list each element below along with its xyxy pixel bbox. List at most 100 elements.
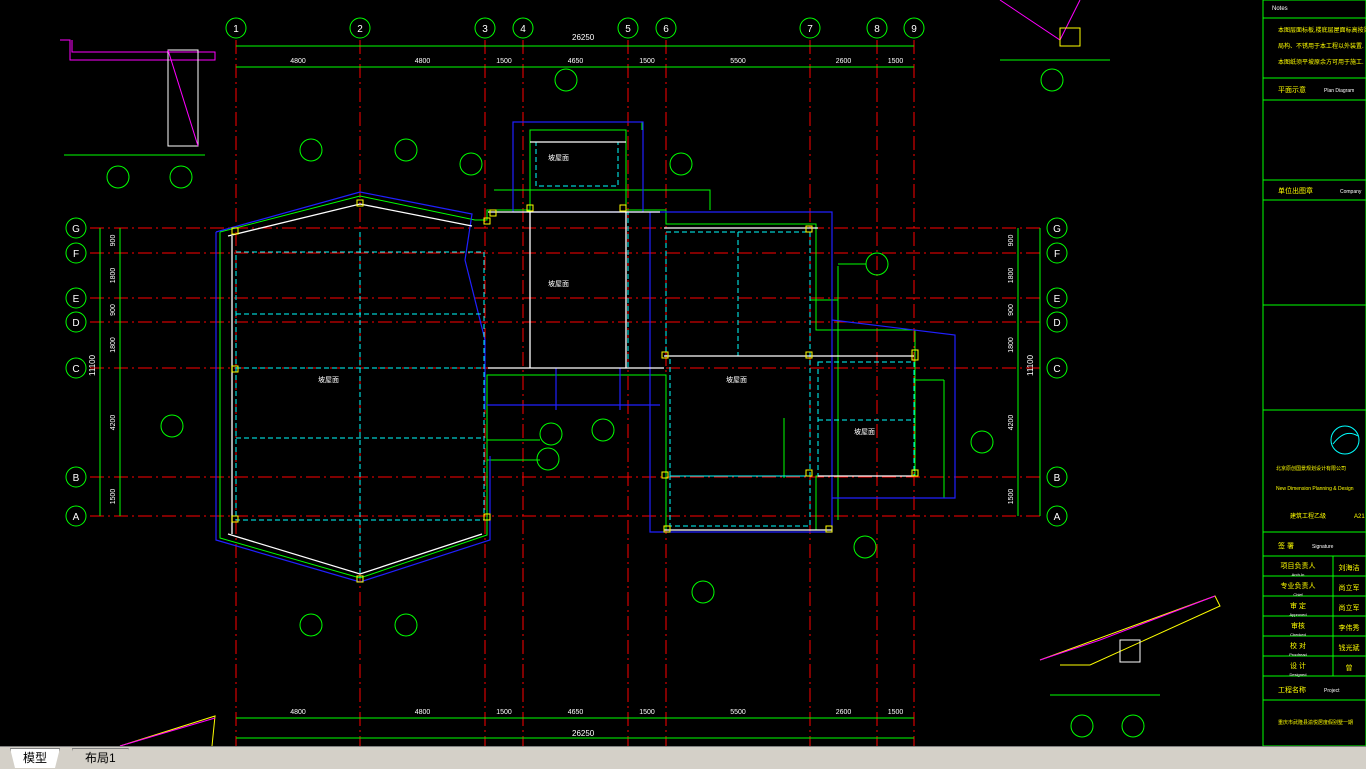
grid-row-label: A: [73, 512, 80, 523]
unit-section-title-en: Company: [1340, 189, 1362, 195]
dim-text: 900: [110, 235, 117, 247]
dim-text: 1800: [110, 268, 117, 284]
sign-role: 专业负责人: [1281, 581, 1316, 590]
detail-top-right: [999, 0, 1110, 61]
grid-col-label: 9: [911, 24, 917, 35]
project-section-title: 工程名称: [1278, 685, 1306, 694]
sign-role: 项目负责人: [1281, 561, 1316, 570]
dim-text: 5500: [730, 709, 746, 716]
dim-text: 4650: [568, 58, 584, 65]
dim-text: 1500: [1008, 489, 1015, 505]
sign-role-en: Proofread: [1289, 652, 1307, 657]
grid-row-label: D: [1053, 318, 1060, 329]
dimension-text-top: 4800 4800 1500 4650 1500 5500 2600 1500: [290, 58, 903, 65]
grid-col-label: 1: [233, 24, 239, 35]
grid-col-label: 5: [625, 24, 631, 35]
grid-row-label: C: [72, 364, 79, 375]
sign-role-en: Designed: [1290, 672, 1307, 677]
dim-text: 5500: [730, 58, 746, 65]
dim-text: 2600: [836, 58, 852, 65]
dim-text: 900: [1008, 304, 1015, 316]
dim-text: 4800: [290, 58, 306, 65]
grid-row-label: F: [1054, 249, 1060, 260]
project-name: 重庆市武隆县渝悦居度假别墅一期: [1278, 719, 1353, 726]
columns: [231, 199, 919, 583]
dim-text: 4800: [415, 709, 431, 716]
license-grade: 建筑工程乙级: [1290, 512, 1326, 520]
wall-lines: [227, 141, 914, 575]
grid-row-label: D: [72, 318, 79, 329]
dimension-lines: [65, 17, 1145, 739]
grid-row-label: A: [1054, 512, 1061, 523]
inner-beam-lines: [235, 141, 915, 578]
detail-bottom-left: [119, 715, 216, 746]
grid-col-label: 7: [807, 24, 813, 35]
dim-text: 4800: [290, 709, 306, 716]
roof-label-top: 坡屋面: [548, 153, 569, 162]
project-section-title-en: Project: [1324, 688, 1340, 694]
grid-col-label: 4: [520, 24, 526, 35]
tab-model[interactable]: 模型: [10, 748, 61, 768]
dim-text: 1500: [496, 58, 512, 65]
grid-row-label: E: [73, 294, 80, 305]
detail-top-left: [60, 39, 216, 156]
dim-text: 4200: [110, 415, 117, 431]
dim-text: 1800: [1008, 268, 1015, 284]
roof-label-far-right: 坡屋面: [854, 427, 875, 436]
layout-tab-bar: 模型 布局1: [0, 746, 1366, 769]
license-number: A21: [1354, 514, 1365, 520]
sign-name: 尚立军: [1339, 603, 1360, 612]
dim-total-left: 11100: [88, 354, 97, 376]
sign-role: 审核: [1291, 621, 1305, 630]
title-block-frame: [1262, 0, 1366, 746]
sign-name: 李伟秀: [1339, 623, 1360, 632]
dim-text: 900: [1008, 235, 1015, 247]
dim-total-right: 11100: [1026, 354, 1035, 376]
sign-section-title-en: Signature: [1312, 544, 1334, 550]
grid-row-label: C: [1053, 364, 1060, 375]
sign-role-en: Arch.In: [1292, 572, 1305, 577]
company-logo-icon: [1330, 425, 1360, 455]
dim-text: 4800: [415, 58, 431, 65]
dim-total-bottom: 26250: [572, 729, 595, 738]
dim-text: 900: [110, 304, 117, 316]
notes-title: Notes: [1272, 6, 1288, 12]
dim-text: 1500: [639, 709, 655, 716]
dim-text: 1500: [639, 58, 655, 65]
grid-row-label: E: [1054, 294, 1061, 305]
dim-text: 1500: [888, 58, 904, 65]
plan-section-title: 平面示意: [1278, 85, 1306, 94]
grid-row-label: F: [73, 249, 79, 260]
grid-row-label: G: [72, 224, 80, 235]
detail-bottom-right: [1039, 595, 1221, 696]
sign-role: 校 对: [1290, 641, 1306, 650]
dim-total-top: 26250: [572, 33, 595, 42]
roof-label-left: 坡屋面: [318, 375, 339, 384]
sign-section-title: 签 署: [1278, 541, 1294, 550]
dim-text: 4200: [1008, 415, 1015, 431]
sign-role-en: Chief: [1293, 592, 1303, 597]
sign-name: 尚立军: [1339, 583, 1360, 592]
dim-text: 1800: [1008, 337, 1015, 353]
unit-section-title: 单位出图章: [1278, 186, 1313, 195]
note-2: 局构、不锈用于本工程以外装置.: [1278, 42, 1364, 50]
company-name-cn: 北京原创国景规划设计有限公司: [1276, 465, 1346, 472]
company-name-en: New Dimension Planning & Design: [1276, 486, 1354, 492]
note-3: 本图纸须平坡原余方可用于施工.: [1278, 58, 1364, 66]
note-1: 本图层面标板,楼底层屋面标高按梁顶: [1278, 26, 1366, 34]
grid-col-label: 8: [874, 24, 880, 35]
plan-section-title-en: Plan Diagram: [1324, 88, 1354, 94]
sign-role-en: Approved: [1289, 612, 1306, 617]
roof-label-right: 坡屋面: [726, 375, 747, 384]
grid-col-label: 6: [663, 24, 669, 35]
tab-layout1[interactable]: 布局1: [72, 748, 129, 768]
sign-name: 曾: [1346, 663, 1353, 672]
dim-text: 2600: [836, 709, 852, 716]
grid-col-label: 2: [357, 24, 363, 35]
